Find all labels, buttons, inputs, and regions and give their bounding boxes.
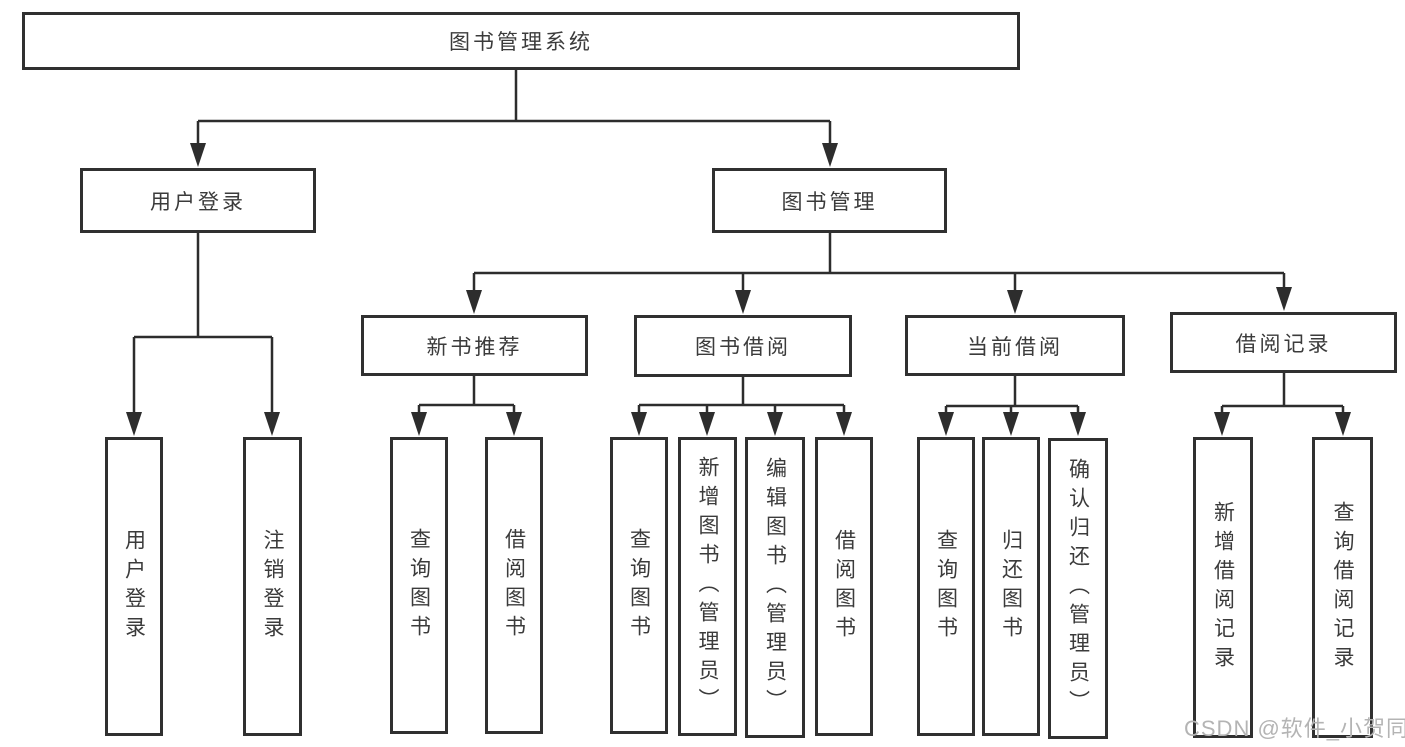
connector-borrow-records-children	[1220, 373, 1345, 418]
leaf-label: 注销登录	[261, 528, 284, 645]
node-label: 图书借阅	[695, 336, 791, 359]
node-label: 用户登录	[150, 190, 246, 214]
leaf-query-books-cb: 查询图书	[917, 437, 975, 736]
node-new-book-recommendation: 新书推荐	[361, 315, 588, 376]
connector-root-to-level2	[196, 69, 832, 150]
arrow-icon	[735, 290, 751, 314]
arrow-icon	[126, 412, 142, 436]
node-current-borrowing: 当前借阅	[905, 315, 1125, 376]
node-user-login: 用户登录	[80, 168, 316, 233]
node-label: 当前借阅	[967, 335, 1063, 359]
leaf-label: 编辑图书（管理员）	[763, 457, 787, 718]
leaf-query-books-nbr: 查询图书	[390, 437, 448, 734]
connector-user-login-children	[132, 233, 274, 418]
arrow-icon	[466, 290, 482, 314]
arrow-icon	[506, 412, 522, 436]
node-borrowing-records: 借阅记录	[1170, 312, 1397, 373]
leaf-label: 归还图书	[999, 528, 1023, 645]
leaf-label: 用户登录	[122, 528, 146, 645]
node-book-borrowing: 图书借阅	[634, 315, 852, 377]
arrow-icon	[631, 412, 647, 436]
leaf-label: 新增借阅记录	[1211, 500, 1235, 675]
arrow-icon	[1335, 412, 1351, 436]
arrow-icon	[190, 143, 206, 167]
leaf-edit-books-admin: 编辑图书（管理员）	[745, 437, 805, 738]
arrow-icon	[1003, 412, 1019, 436]
leaf-label: 新增图书（管理员）	[696, 456, 719, 717]
connector-new-book-rec-children	[417, 376, 516, 418]
leaf-return-books: 归还图书	[982, 437, 1040, 736]
arrow-icon	[836, 412, 852, 436]
arrow-icon	[699, 412, 715, 436]
arrow-icon	[1007, 290, 1023, 314]
node-label: 图书管理系统	[449, 31, 593, 54]
leaf-confirm-return-admin: 确认归还（管理员）	[1048, 438, 1108, 739]
arrow-icon	[938, 412, 954, 436]
arrow-icon	[822, 143, 838, 167]
arrow-icon	[767, 412, 783, 436]
leaf-label: 查询图书	[934, 528, 958, 645]
leaf-user-login: 用户登录	[105, 437, 163, 736]
connector-current-borrowing-children	[944, 376, 1080, 418]
node-label: 图书管理	[781, 190, 878, 214]
node-library-management-system: 图书管理系统	[22, 12, 1020, 70]
leaf-add-books-admin: 新增图书（管理员）	[678, 437, 737, 736]
leaf-label: 查询借阅记录	[1331, 500, 1354, 675]
arrow-icon	[264, 412, 280, 436]
arrow-icon	[1276, 287, 1292, 311]
node-label: 新书推荐	[426, 335, 523, 359]
arrow-icon	[411, 412, 427, 436]
arrowheads	[126, 143, 1351, 436]
leaf-borrow-books-nbr: 借阅图书	[485, 437, 543, 734]
connector-book-borrowing-children	[637, 377, 846, 418]
node-label: 借阅记录	[1235, 332, 1332, 356]
leaf-logout: 注销登录	[243, 437, 302, 736]
leaf-borrow-books-bb: 借阅图书	[815, 437, 873, 736]
arrow-icon	[1070, 412, 1086, 436]
csdn-watermark: CSDN @软件_小贺同学	[1184, 716, 1405, 741]
arrow-icon	[1214, 412, 1230, 436]
leaf-label: 借阅图书	[502, 527, 526, 644]
leaf-label: 借阅图书	[832, 528, 856, 645]
leaf-query-books-bb: 查询图书	[610, 437, 668, 734]
connector-book-mgmt-to-level3	[472, 233, 1286, 296]
leaf-add-borrow-record: 新增借阅记录	[1193, 437, 1253, 738]
leaf-query-borrow-record: 查询借阅记录	[1312, 437, 1373, 738]
node-book-management: 图书管理	[712, 168, 947, 233]
leaf-label: 查询图书	[627, 527, 651, 644]
leaf-label: 查询图书	[407, 527, 431, 644]
leaf-label: 确认归还（管理员）	[1066, 458, 1090, 719]
